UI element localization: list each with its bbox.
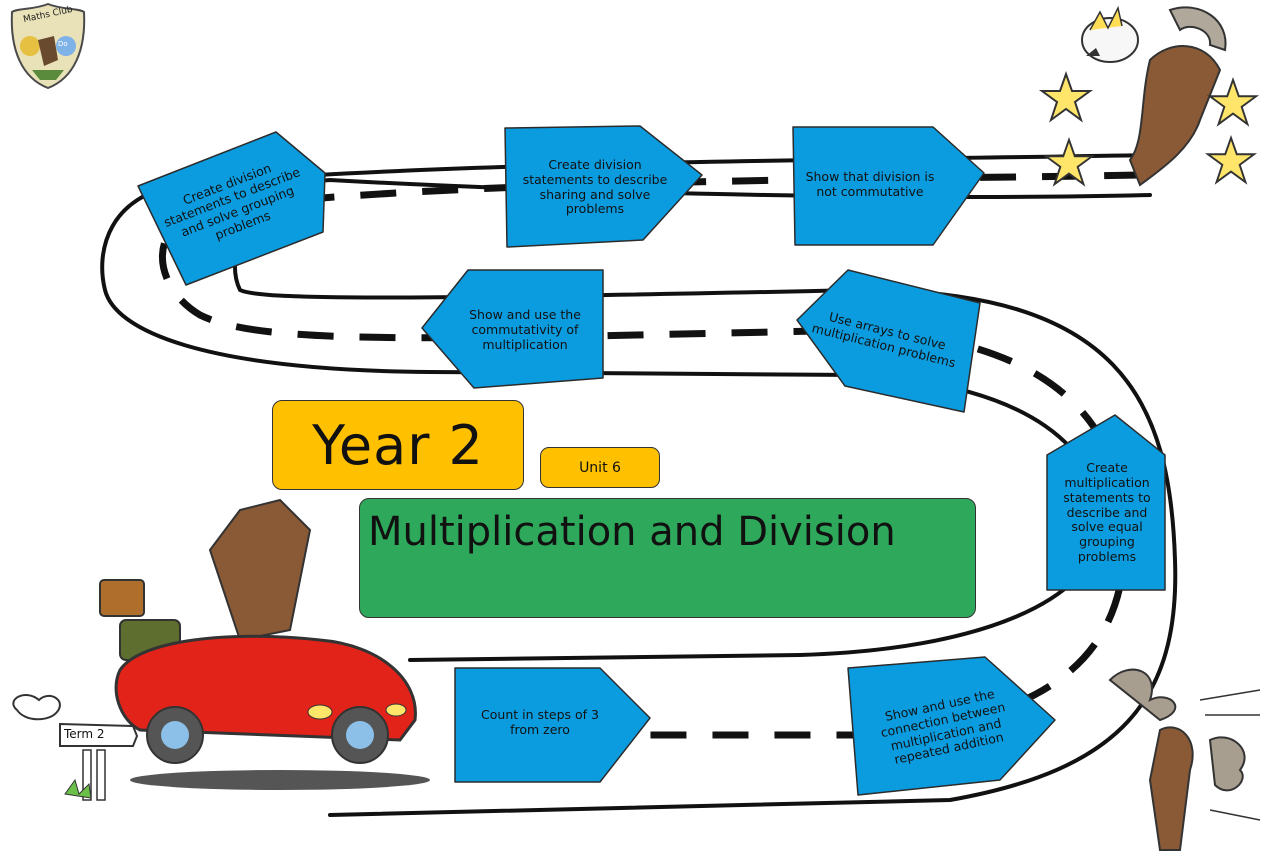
logo-badge-text: Do bbox=[58, 40, 68, 48]
star-icon bbox=[1204, 134, 1258, 185]
signpost-illustration bbox=[12, 694, 139, 801]
celebrating-characters-illustration bbox=[1081, 5, 1227, 187]
road-step-2: Create division statements to describe s… bbox=[522, 157, 668, 217]
star-icon bbox=[1206, 76, 1260, 127]
signpost-text: Term 2 bbox=[64, 727, 105, 741]
star-icon bbox=[1038, 70, 1094, 123]
road-step-3: Show that division is not commutative bbox=[805, 169, 935, 199]
car-illustration bbox=[99, 498, 430, 790]
road-step-4: Show and use the commutativity of multip… bbox=[469, 307, 581, 352]
maths-club-logo bbox=[10, 2, 86, 90]
road-step-7: Count in steps of 3 from zero bbox=[481, 707, 599, 737]
unit-label: Unit 6 bbox=[540, 447, 660, 488]
year-heading: Year 2 bbox=[312, 413, 484, 477]
windblown-character-illustration bbox=[1108, 668, 1261, 851]
star-icon bbox=[1042, 136, 1096, 187]
topic-heading-box: Multiplication and Division bbox=[359, 498, 976, 618]
road-step-6: Create multiplication statements to desc… bbox=[1063, 460, 1151, 564]
year-heading-box: Year 2 bbox=[272, 400, 524, 490]
topic-heading: Multiplication and Division bbox=[368, 509, 896, 555]
